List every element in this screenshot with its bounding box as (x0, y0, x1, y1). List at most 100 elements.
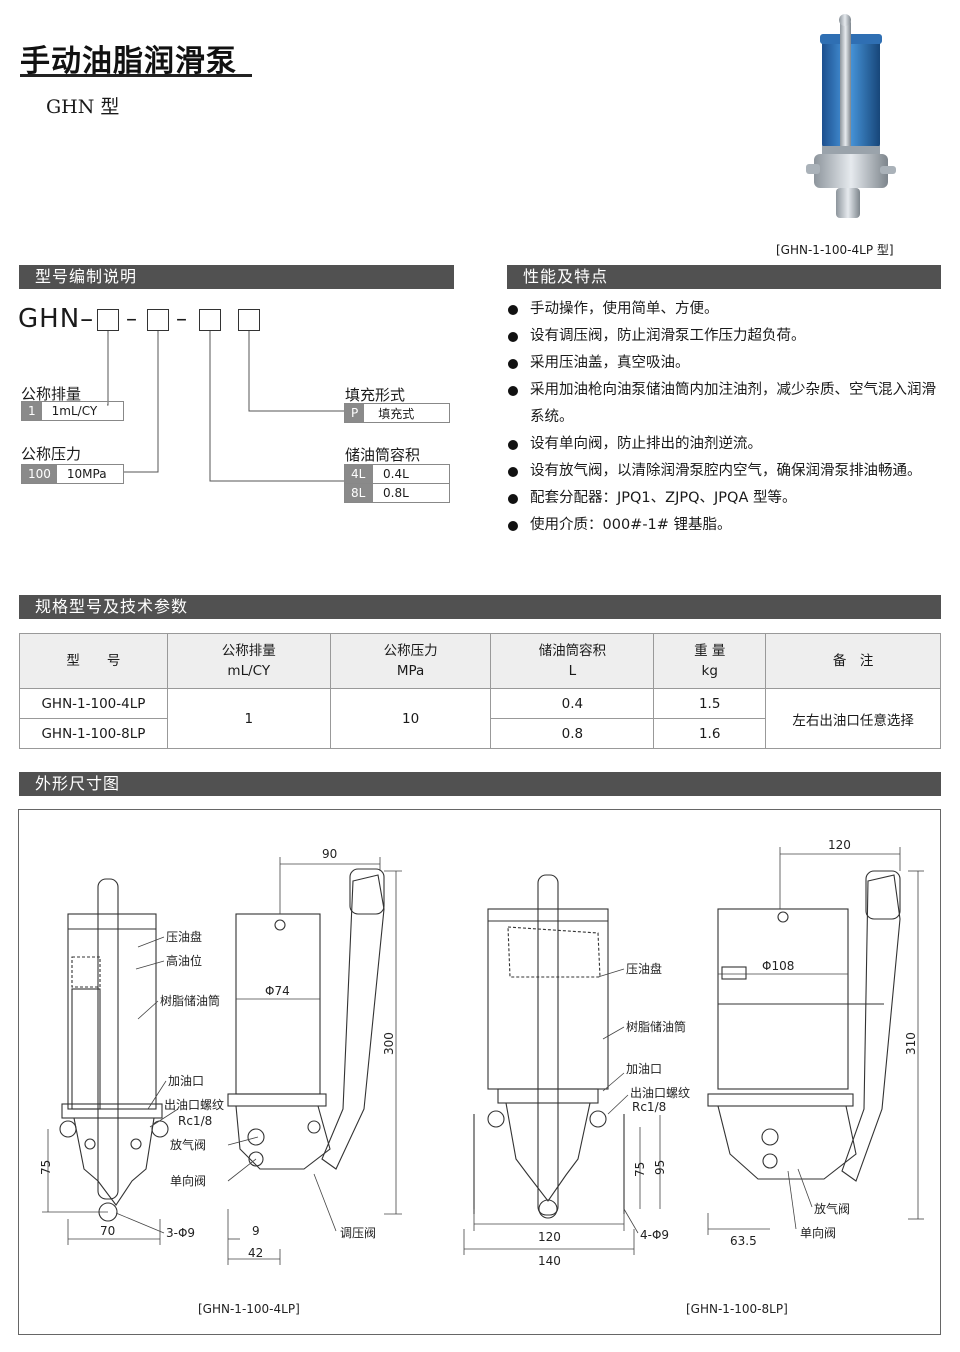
chip-value: 填充式 (364, 404, 429, 422)
cell-weight: 1.6 (653, 718, 767, 749)
cell-pressure: 10 (329, 688, 492, 749)
reservoir-outline (235, 913, 321, 1095)
dim-120-top: 120 (828, 838, 851, 852)
chip-value: 0.4L (373, 465, 419, 483)
dim-42: 42 (248, 1246, 263, 1260)
cell-model: GHN-1-100-4LP (19, 688, 168, 719)
code-box-volume (199, 309, 221, 331)
feature-item: 采用压油盖，真空吸油。 (508, 350, 946, 377)
feature-item: 手动操作，使用简单、方便。 (508, 296, 946, 323)
label-rated-pressure: 公称压力 (21, 445, 82, 463)
page-title: 手动油脂润滑泵 (20, 44, 237, 79)
cell-weight: 1.5 (653, 688, 767, 719)
col-pressure-label: 公称压力 (383, 643, 438, 659)
section-spec-table: 规格型号及技术参数 (19, 595, 941, 619)
model-code-prefix: GHN– (18, 304, 95, 334)
reservoir-outline (717, 908, 849, 1090)
label-rated-displacement: 公称排量 (21, 385, 82, 403)
chip-value: 1mL/CY (41, 402, 108, 420)
chip-value: 10MPa (56, 465, 117, 483)
col-pressure-unit: MPa (396, 663, 425, 679)
chip-displacement: 1 1mL/CY (21, 401, 124, 421)
title-underline (20, 74, 252, 77)
label-fill-port: 加油口 (168, 1074, 204, 1088)
label-rc: Rc1/8 (178, 1114, 212, 1128)
dim-63: 63.5 (730, 1234, 757, 1248)
feature-item: 配套分配器：JPQ1、ZJPQ、JPQA 型等。 (508, 485, 946, 512)
drawing-frame (18, 809, 941, 1335)
col-weight: 重 量 kg (653, 633, 767, 689)
cell-model: GHN-1-100-8LP (19, 718, 168, 749)
label-holes: 3-Φ9 (166, 1226, 195, 1240)
feature-item: 设有单向阀，防止排出的油剂逆流。 (508, 431, 946, 458)
table-row: GHN-1-100-8LP 0.8 1.6 (19, 718, 941, 749)
code-separator: – (126, 307, 137, 332)
handle-lever (321, 874, 385, 1170)
label-fill-port: 加油口 (626, 1062, 662, 1076)
code-box-pressure (147, 309, 169, 331)
code-separator: – (176, 307, 187, 332)
caption-4lp: [GHN-1-100-4LP] (198, 1302, 300, 1316)
chip-fill-type: P 填充式 (344, 403, 450, 423)
table-header-row: 型 号 公称排量 mL/CY 公称压力 MPa 储油筒容积 L 重 量 kg 备… (19, 633, 941, 689)
col-model: 型 号 (19, 633, 168, 689)
page-subtitle: GHN 型 (46, 96, 120, 118)
handle-lever (841, 874, 901, 1182)
label-check-valve: 单向阀 (170, 1173, 206, 1188)
dim-90: 90 (322, 847, 337, 861)
spec-table: 型 号 公称排量 mL/CY 公称压力 MPa 储油筒容积 L 重 量 kg 备… (19, 633, 941, 749)
label-press-plate: 压油盘 (166, 929, 202, 944)
label-resin-tube: 树脂储油筒 (160, 993, 220, 1008)
col-volume: 储油筒容积 L (490, 633, 655, 689)
dim-diameter: Φ74 (265, 984, 290, 998)
dim-300: 300 (382, 1032, 396, 1055)
label-rc: Rc1/8 (632, 1100, 666, 1114)
table-row: GHN-1-100-4LP 1 10 0.4 1.5 左右出油口任意选择 (19, 688, 941, 749)
section-features: 性能及特点 (507, 265, 941, 289)
dim-70: 70 (100, 1224, 115, 1238)
label-pressure-valve: 调压阀 (340, 1226, 376, 1240)
col-displacement-unit: mL/CY (227, 663, 271, 679)
label-vent-valve: 放气阀 (170, 1137, 206, 1152)
feature-item: 使用介质：000#-1# 锂基脂。 (508, 512, 946, 539)
cell-displacement: 1 (166, 688, 331, 749)
dim-310: 310 (904, 1032, 918, 1055)
chip-reservoir-4l: 4L 0.4L (344, 464, 450, 484)
chip-pressure: 100 10MPa (21, 464, 124, 484)
feature-item: 采用加油枪向油泵储油筒内加注油剂，减少杂质、空气混入润滑系统。 (508, 377, 946, 431)
chip-reservoir-8l: 8L 0.8L (344, 483, 450, 503)
col-remark: 备 注 (765, 633, 941, 689)
cell-volume: 0.4 (490, 688, 655, 719)
feature-item: 设有放气阀，以清除润滑泵腔内空气，确保润滑泵排油畅通。 (508, 458, 946, 485)
dim-95: 95 (653, 1160, 667, 1175)
cell-volume: 0.8 (490, 718, 655, 749)
dim-diameter: Φ108 (762, 959, 794, 973)
label-vent-valve: 放气阀 (814, 1201, 850, 1216)
dim-9: 9 (252, 1224, 260, 1238)
dim-120: 120 (538, 1230, 561, 1244)
caption-8lp: [GHN-1-100-8LP] (686, 1302, 788, 1316)
code-box-fill (238, 309, 260, 331)
dim-140: 140 (538, 1254, 561, 1268)
col-volume-unit: L (568, 663, 577, 679)
reservoir-outline (487, 908, 609, 1090)
product-photo (806, 14, 896, 218)
dimension-drawing: 压油盘 高油位 树脂储油筒 加油口 出油口螺纹 Rc1/8 放气阀 单向阀 3-… (39, 838, 924, 1316)
label-fill-type: 填充形式 (345, 386, 406, 404)
label-outlet-thread: 出油口螺纹 (630, 1086, 690, 1100)
label-reservoir: 储油筒容积 (345, 446, 421, 464)
chip-key: 1 (22, 402, 42, 420)
label-holes: 4-Φ9 (640, 1228, 669, 1242)
label-resin-tube: 树脂储油筒 (626, 1019, 686, 1034)
dim-75: 75 (39, 1160, 53, 1175)
label-outlet-thread: 出油口螺纹 (164, 1098, 224, 1112)
chip-key: 8L (345, 484, 373, 502)
col-weight-unit: kg (701, 663, 718, 679)
code-box-displacement (97, 309, 119, 331)
chip-key: 4L (345, 465, 373, 483)
col-displacement: 公称排量 mL/CY (166, 633, 331, 689)
chip-value: 0.8L (373, 484, 419, 502)
col-displacement-label: 公称排量 (221, 643, 276, 659)
label-high-level: 高油位 (166, 953, 202, 968)
label-check-valve: 单向阀 (800, 1225, 836, 1240)
